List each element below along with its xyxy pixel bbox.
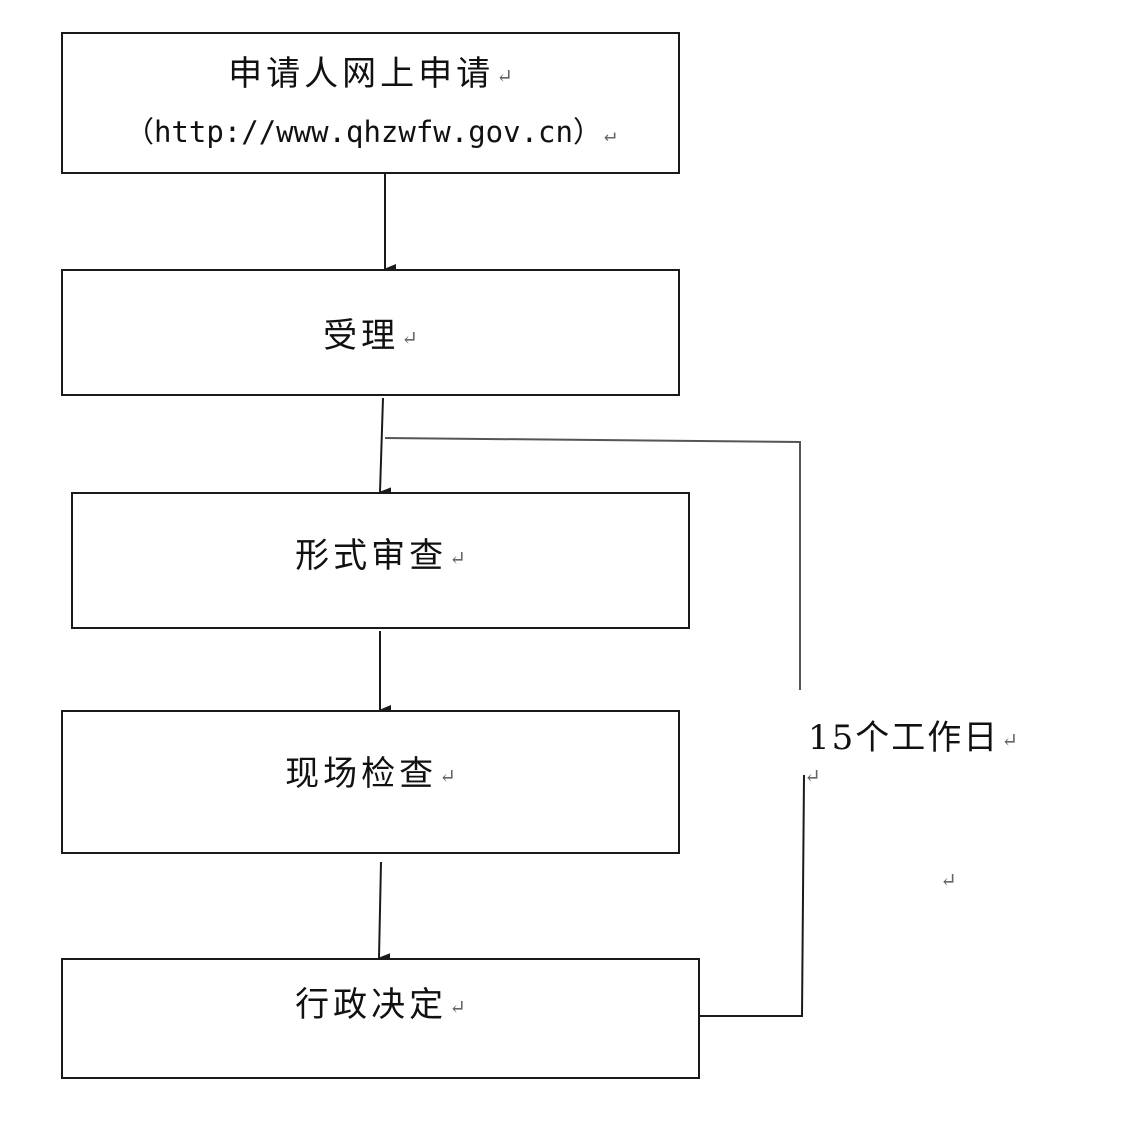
arrow-accept-to-review: [379, 397, 392, 498]
paragraph-mark-icon: ↵: [496, 64, 513, 88]
step-online-application: 申请人网上申请↵ （http://www.qhzwfw.gov.cn）↵: [61, 32, 680, 174]
duration-label: 15个工作日↵: [808, 718, 1019, 758]
step-site-inspection-label: 现场检查↵: [285, 754, 456, 794]
step-acceptance-label: 受理↵: [323, 316, 418, 356]
step-formal-review: 形式审查↵: [71, 492, 690, 629]
step-online-application-label: 申请人网上申请↵: [228, 54, 513, 94]
paragraph-mark-icon: ↵: [804, 764, 821, 788]
paragraph-mark-icon: ↵: [449, 995, 466, 1019]
step-acceptance: 受理↵: [61, 269, 680, 396]
duration-bracket-bottom: [700, 774, 805, 1017]
step-administrative-decision-label: 行政决定↵: [295, 985, 466, 1025]
paragraph-mark-icon: ↵: [401, 326, 418, 350]
arrow-inspect-to-decide: [378, 861, 391, 964]
step-site-inspection: 现场检查↵: [61, 710, 680, 854]
step-online-application-url: （http://www.qhzwfw.gov.cn）↵: [124, 114, 617, 149]
paragraph-mark-icon: ↵: [603, 121, 617, 146]
paragraph-mark-icon: ↵: [940, 868, 957, 892]
duration-bracket-top: [384, 437, 801, 690]
paragraph-mark-icon: ↵: [449, 546, 466, 570]
step-administrative-decision: 行政决定↵: [61, 958, 700, 1079]
paragraph-mark-icon: ↵: [1001, 728, 1019, 752]
step-formal-review-label: 形式审查↵: [295, 536, 466, 576]
paragraph-mark-icon: ↵: [439, 764, 456, 788]
